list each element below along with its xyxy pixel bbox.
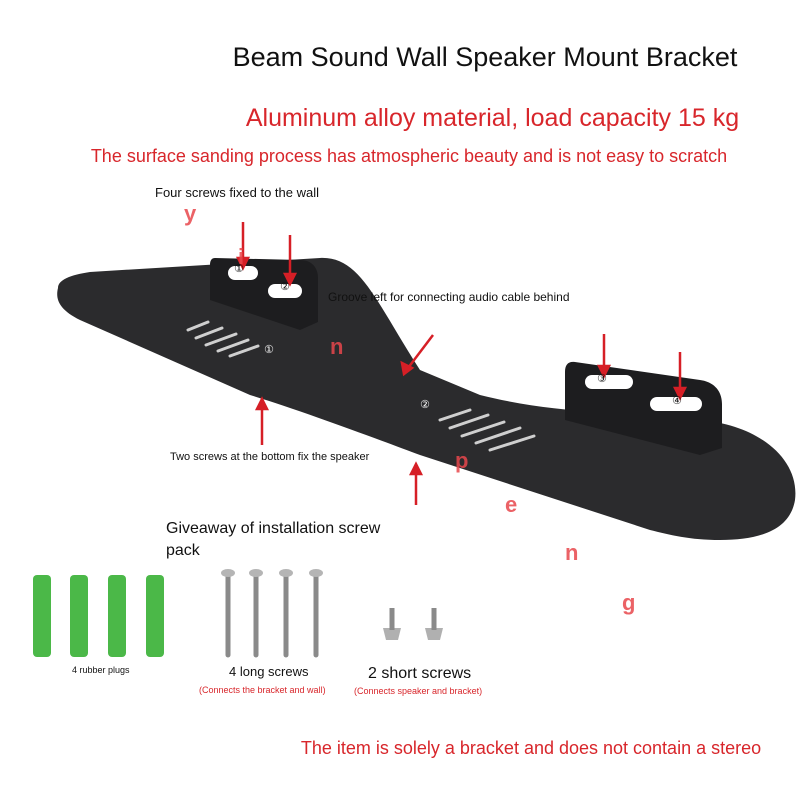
long-screws-label: 4 long screws — [229, 664, 309, 679]
callout-wall-screws: Four screws fixed to the wall — [155, 185, 320, 200]
bracket-plate — [57, 257, 796, 540]
vent-label-2: ② — [420, 399, 430, 411]
screw-pack-heading: Giveaway of installation screw pack — [166, 520, 381, 559]
callout-arrows — [235, 222, 688, 505]
subtitle-material: Aluminum alloy material, load capacity 1… — [245, 104, 740, 132]
footer-disclaimer: The item is solely a bracket and does no… — [300, 738, 762, 758]
watermark-letter: n — [330, 334, 344, 359]
short-screws-note: (Connects speaker and bracket) — [354, 686, 483, 696]
short-screws — [383, 608, 443, 640]
long-screws-note: (Connects the bracket and wall) — [199, 685, 326, 695]
hole-label-2: ② — [280, 281, 290, 293]
vent-slots-right — [438, 408, 536, 452]
rubber-plugs — [33, 575, 164, 657]
slot-hole-4 — [650, 397, 702, 411]
watermark-letter: i — [238, 244, 245, 269]
long-screws — [225, 572, 319, 658]
hole-label-3: ③ — [597, 373, 607, 385]
callout-groove: Groove left for connecting audio cable b… — [328, 290, 570, 304]
hole-label-1: ① — [234, 263, 244, 275]
watermark-letter: g — [622, 590, 636, 615]
subtitle-surface: The surface sanding process has atmosphe… — [90, 146, 728, 166]
watermark-letter: p — [455, 448, 469, 473]
page-title: Beam Sound Wall Speaker Mount Bracket — [232, 42, 738, 72]
plugs-label: 4 rubber plugs — [72, 665, 130, 675]
callout-bottom-screws: Two screws at the bottom fix the speaker — [170, 451, 370, 463]
vent-label-1: ① — [264, 344, 274, 356]
watermark-letter: y — [184, 201, 197, 226]
watermark-letter: n — [565, 540, 579, 565]
long-screw-heads — [221, 569, 323, 577]
vent-slots-left — [186, 320, 260, 358]
slot-hole-3 — [585, 375, 633, 389]
short-screws-label: 2 short screws — [368, 665, 472, 682]
hole-label-4: ④ — [672, 395, 682, 407]
slot-hole-2 — [268, 284, 302, 298]
watermark-letter: e — [505, 492, 518, 517]
slot-hole-1 — [228, 266, 258, 280]
